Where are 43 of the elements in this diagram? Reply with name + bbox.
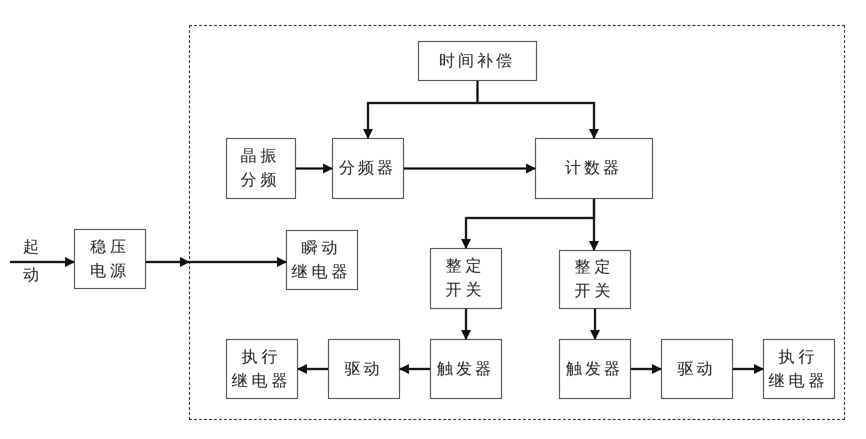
process-box — [430, 338, 502, 398]
box-label: 执行继电器 — [768, 346, 828, 392]
arrow — [461, 309, 471, 340]
box-label: 执行继电器 — [232, 346, 292, 392]
process-box — [328, 338, 400, 398]
dashed-boundary-box — [189, 25, 845, 420]
box-label: 分频器 — [339, 157, 396, 179]
arrow — [10, 257, 75, 267]
arrow — [146, 257, 190, 267]
box-label: 时间补偿 — [439, 50, 515, 72]
box-label: 整定开关 — [446, 255, 486, 301]
process-box — [660, 338, 732, 398]
box-label: 稳压电源 — [90, 236, 130, 282]
process-box — [332, 138, 404, 198]
input-label: 起动 — [23, 236, 43, 286]
box-label: 整定开关 — [574, 256, 614, 302]
arrow — [476, 81, 599, 139]
process-box — [286, 230, 358, 290]
process-box — [534, 138, 652, 198]
box-label: 驱动 — [344, 358, 382, 380]
arrow — [631, 364, 662, 374]
process-box — [558, 250, 630, 308]
arrow — [404, 164, 536, 174]
process-box — [226, 138, 296, 198]
process-box — [418, 40, 536, 80]
process-box — [74, 229, 146, 289]
arrow — [590, 309, 600, 340]
box-label: 触发器 — [437, 358, 494, 380]
arrow — [297, 364, 328, 374]
box-label: 计数器 — [565, 157, 622, 179]
arrow — [189, 257, 287, 267]
box-label: 瞬动继电器 — [292, 236, 352, 282]
process-box — [762, 338, 834, 398]
arrow — [733, 364, 764, 374]
box-label: 触发器 — [566, 358, 623, 380]
process-box — [558, 338, 630, 398]
box-label: 驱动 — [678, 358, 716, 380]
process-box — [430, 248, 502, 308]
arrow — [296, 164, 333, 174]
box-label: 晶振分频 — [240, 145, 280, 191]
arrow — [589, 199, 599, 251]
process-box — [226, 338, 298, 398]
arrow — [399, 364, 430, 374]
